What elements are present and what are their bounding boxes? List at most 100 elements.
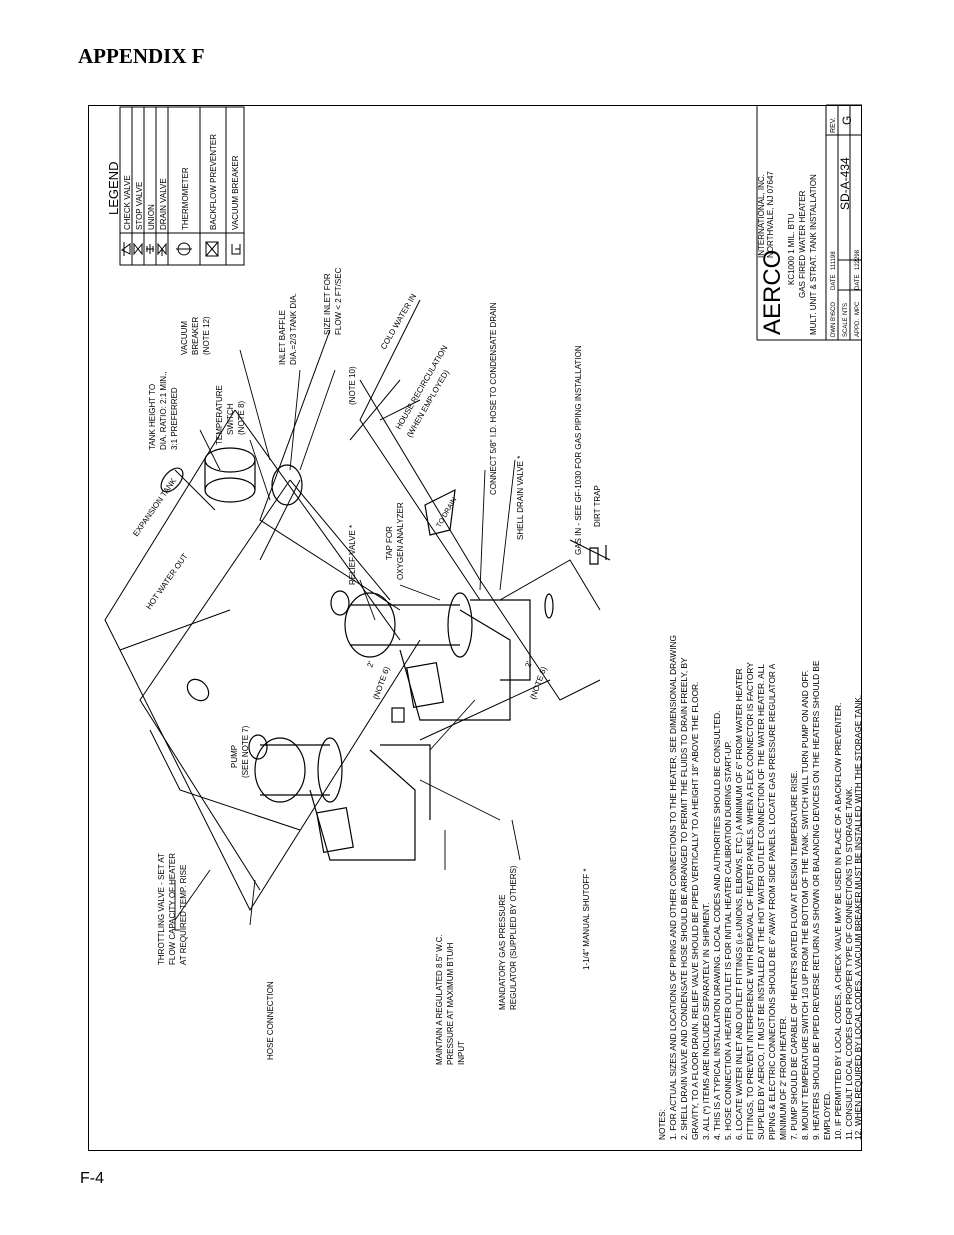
- expansion-tank: [160, 467, 184, 493]
- vacuum-breaker-callout: VACUUM: [180, 321, 189, 355]
- legend-backflow-preventer: BACKFLOW PREVENTER: [209, 134, 218, 230]
- throttling-valve-callout: AT REQUIRED TEMP. RISE: [179, 865, 188, 965]
- legend-title: LEGEND: [106, 162, 121, 215]
- note-line: 6. LOCATE WATER INLET AND OUTLET FITTING…: [734, 668, 744, 1140]
- date-value: 111198: [831, 251, 837, 270]
- note-line: 10. IF PERMITTED BY LOCAL CODES, A CHECK…: [833, 703, 843, 1140]
- pump-callout: PUMP: [230, 745, 239, 768]
- relief-valve-callout: RELIEF VALVE *: [348, 525, 357, 585]
- appendix-heading: APPENDIX F: [78, 44, 205, 68]
- date-label: DATE: [831, 274, 837, 290]
- legend: LEGEND CHECK VALVE STOP VALVE UNION DRAI…: [106, 106, 245, 266]
- note-line: 12. WHEN REQUIRED BY LOCAL CODES, A VACU…: [853, 695, 863, 1140]
- tank-height-callout: DIA. RATIO: 2:1 MIN.,: [159, 371, 168, 450]
- callout-leaders: [174, 349, 521, 931]
- dwn-by-value: SCO: [831, 302, 837, 315]
- heater-unit-upper: [330, 590, 531, 721]
- two-ft-lower: 2': [523, 660, 534, 669]
- regulator-callout: MANDATORY GAS PRESSURE: [498, 895, 507, 1010]
- gas-in-callout: GAS IN - SEE GF-1030 FOR GAS PIPING INST…: [574, 345, 583, 555]
- page-number: F-4: [80, 1170, 104, 1187]
- tank-height-callout: 3:1 PREFERRED: [170, 387, 179, 450]
- tank-height-callout: TANK HEIGHT TO: [148, 384, 157, 450]
- note-line: EMPLOYED.: [822, 1092, 832, 1140]
- hot-water-out-callout: HOT WATER OUT: [144, 552, 189, 611]
- note-line: 4. THIS IS A TYPICAL INSTALLATION DRAWIN…: [712, 711, 722, 1140]
- tap-oxygen-callout: TAP FOR: [385, 526, 394, 560]
- scale-label: SCALE: [843, 317, 849, 337]
- note-line: 9. HEATERS SHOULD BE PIPED REVERSE RETUR…: [811, 660, 821, 1140]
- dirt-trap-callout: DIRT TRAP: [593, 485, 602, 527]
- size-inlet-callout: SIZE INLET FOR: [323, 273, 332, 335]
- drawing-number: SD-A-434: [838, 157, 852, 210]
- note-line: 11. CONSULT LOCAL CODES FOR PROPER TYPE …: [844, 786, 854, 1140]
- note-line: 7. PUMP SHOULD BE CAPABLE OF HEATER'S RA…: [789, 770, 799, 1140]
- two-ft-upper: 2': [365, 660, 376, 669]
- rev-label: REV.: [830, 117, 837, 133]
- note-line: PIPING & ELECTRIC CONNECTIONS SHOULD BE …: [767, 663, 777, 1140]
- manual-shutoff-callout: 1-1/4" MANUAL SHUTOFF *: [582, 868, 591, 970]
- legend-union: UNION: [147, 204, 156, 230]
- vacuum-breaker-callout: (NOTE 12): [202, 316, 211, 355]
- expansion-tank-callout: EXPANSION TANK: [131, 476, 178, 538]
- appd-value: MPC: [855, 301, 861, 315]
- note6-lower-callout: (NOTE 6): [528, 665, 548, 701]
- temperature-switch-callout: (NOTE 8): [237, 400, 246, 435]
- callouts: THROTTLING VALVE - SET AT FLOW CAPACITY …: [131, 267, 602, 1065]
- maintain-pressure-callout: INPUT: [457, 1041, 466, 1065]
- legend-stop-valve: STOP VALVE: [135, 182, 144, 230]
- drawing-frame: [88, 105, 862, 1151]
- heater-unit-lower: [248, 734, 431, 861]
- piping-lines: [104, 299, 611, 912]
- title-line3: MULT. UNIT & STRAT. TANK INSTALLATION: [809, 174, 818, 335]
- title-line1: KC1000 1 MIL. BTU: [787, 213, 796, 285]
- note-line: GRAVITY, TO A FLOOR DRAIN. RELIEF VALVE …: [690, 682, 700, 1140]
- note-line: 2. SHELL DRAIN VALVE AND CONDENSATE HOSE…: [679, 657, 689, 1140]
- temperature-switch-callout: SWITCH: [226, 403, 235, 435]
- dwn-by-label: DWN BY: [831, 313, 837, 337]
- note-line: 8. MOUNT TEMPERATURE SWITCH 1/3 UP FROM …: [800, 670, 810, 1140]
- date2-value: 122298: [855, 249, 861, 270]
- legend-drain-valve: DRAIN VALVE: [159, 178, 168, 230]
- rev-value: G: [840, 116, 854, 125]
- pump: [186, 678, 210, 702]
- company-logo: AERCO: [759, 250, 786, 335]
- note-line: MINIMUM OF 2' FROM HEATER.: [778, 1016, 788, 1140]
- note10-callout: (NOTE 10): [348, 366, 357, 405]
- legend-check-valve: CHECK VALVE: [123, 175, 132, 230]
- inlet-baffle-callout: INLET BAFFLE: [278, 310, 287, 365]
- note-line: 5. HOSE CONNECTION A HEATER OUTLET IS FO…: [723, 741, 733, 1140]
- pump-callout: (SEE NOTE 7): [241, 725, 250, 778]
- shell-drain-callout: SHELL DRAIN VALVE *: [516, 456, 525, 540]
- gas-regulator: [391, 593, 554, 723]
- to-drain-funnel: [424, 488, 456, 536]
- scale-value: NTS: [843, 303, 849, 315]
- inlet-baffle-callout: DIA.=2/3 TANK DIA.: [289, 293, 298, 365]
- throttling-valve-callout: THROTTLING VALVE - SET AT: [157, 853, 166, 965]
- note-line: 3. ALL (*) ITEMS ARE INCLUDED SEPARATELY…: [701, 903, 711, 1140]
- note-line: FITTINGS, TO PREVENT INTERFERENCE WITH R…: [745, 662, 755, 1140]
- storage-tank: [204, 447, 303, 506]
- maintain-pressure-callout: PRESSURE AT MAXIMUM BTU/H: [446, 942, 455, 1065]
- title-block-text: AERCO INTERNATIONAL, INC. NORTHVALE, NJ …: [757, 116, 861, 337]
- title-block: [756, 104, 862, 341]
- vacuum-breaker-callout: BREAKER: [191, 317, 200, 355]
- temperature-switch-callout: TEMPERATURE: [215, 385, 224, 445]
- legend-thermometer: THERMOMETER: [181, 167, 190, 230]
- company-full: INTERNATIONAL, INC.: [757, 174, 766, 258]
- hose-connection-callout: HOSE CONNECTION: [266, 981, 275, 1060]
- legend-vacuum-breaker: VACUUM BREAKER: [231, 155, 240, 230]
- appd-label: APPD.: [855, 319, 861, 337]
- notes-block: NOTES: 1. FOR ACTUAL SIZES AND LOCATIONS…: [657, 635, 863, 1140]
- note-line: SUPPLIED BY AERCO, IT MUST BE INSTALLED …: [756, 664, 766, 1140]
- company-address: NORTHVALE, NJ 07647: [766, 171, 775, 258]
- date2-label: DATE: [855, 274, 861, 290]
- note-line: 1. FOR ACTUAL SIZES AND LOCATIONS OF PIP…: [668, 635, 678, 1140]
- maintain-pressure-callout: MAINTAIN A REGULATED 8.5" W.C.: [435, 934, 444, 1065]
- size-inlet-callout: FLOW < 2 FT/SEC: [334, 267, 343, 335]
- note-line: NOTES:: [657, 1109, 667, 1140]
- condensate-drain-callout: CONNECT 5/8" I.D. HOSE TO CONDENSATE DRA…: [489, 302, 498, 495]
- throttling-valve-callout: FLOW CAPACITY OF HEATER: [168, 853, 177, 965]
- title-line2: GAS FIRED WATER HEATER: [798, 190, 807, 298]
